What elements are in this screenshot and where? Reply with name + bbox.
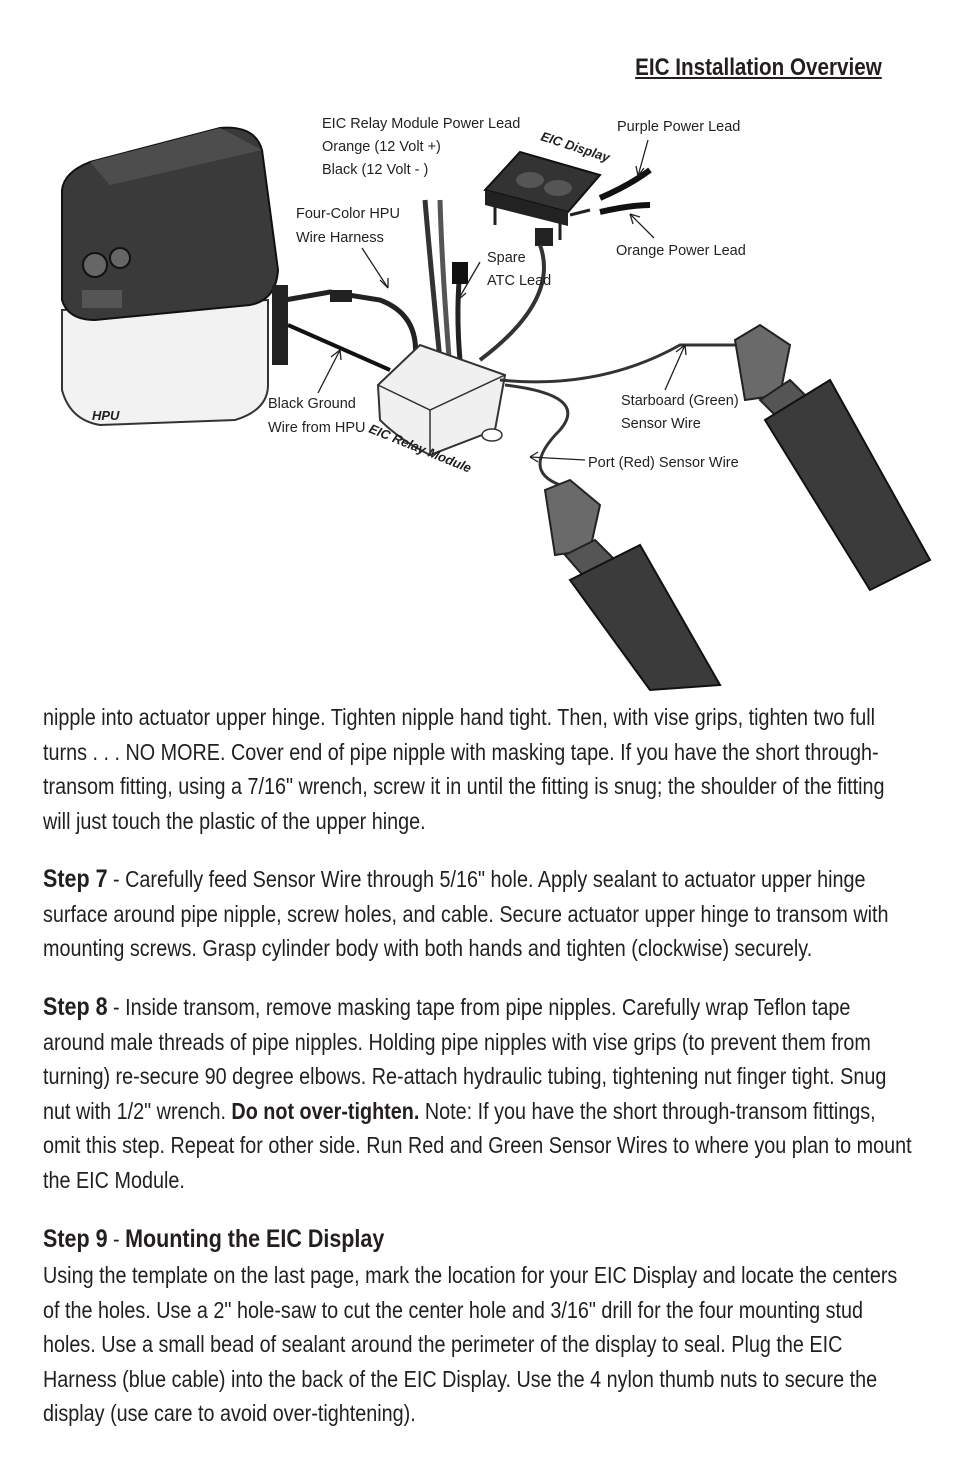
relay-module (376, 343, 507, 457)
step-8-label: Step 8 (43, 993, 108, 1021)
step-9-title: Mounting the EIC Display (125, 1225, 385, 1253)
purple-lead-label: Purple Power Lead (617, 119, 740, 135)
step-8-text: - Inside transom, remove masking tape fr… (43, 994, 887, 1124)
eic-display (478, 150, 652, 362)
step-9-paragraph: Using the template on the last page, mar… (43, 1262, 898, 1426)
step-8-note: Note: If you have the short through-tran… (43, 1097, 912, 1193)
page-title: EIC Installation Overview (635, 54, 882, 81)
relay-power-orange-label: Orange (12 Volt +) (322, 139, 441, 155)
step-9-sep: - (107, 1226, 126, 1252)
hpu-label: HPU (92, 408, 120, 423)
ground-label: Black Ground (268, 396, 356, 412)
spare-label-2: ATC Lead (487, 273, 551, 289)
starboard-actuator (733, 323, 932, 592)
starboard-label-2: Sensor Wire (621, 416, 701, 432)
port-label: Port (Red) Sensor Wire (588, 455, 739, 471)
harness-label-2: Wire Harness (296, 230, 384, 246)
harness-label: Four-Color HPU (296, 206, 400, 222)
ground-wire (272, 285, 419, 372)
intro-paragraph: nipple into actuator upper hinge. Tighte… (43, 704, 885, 834)
spare-label: Spare (487, 250, 526, 266)
step-8-paragraph: Step 8 - Inside transom, remove masking … (43, 990, 912, 1197)
relay-leads (422, 199, 468, 381)
step-7-label: Step 7 (43, 865, 108, 893)
hpu-unit (61, 126, 280, 427)
installation-diagram: HPU EIC Relay Module EIC Display (61, 116, 932, 692)
step-7-paragraph: Step 7 - Carefully feed Sensor Wire thro… (43, 862, 912, 966)
starboard-label: Starboard (Green) (621, 393, 739, 409)
relay-power-label: EIC Relay Module Power Lead (322, 116, 520, 132)
port-sensor-wire (504, 383, 570, 487)
step-9-heading: Step 9 - Mounting the EIC Display (43, 1222, 912, 1257)
ground-label-2: Wire from HPU (268, 420, 365, 436)
starboard-sensor-wire (499, 343, 745, 384)
callout-lines (317, 139, 687, 463)
step-9-label: Step 9 (43, 1225, 108, 1253)
relay-power-black-label: Black (12 Volt - ) (322, 162, 428, 178)
step-7-text: - Carefully feed Sensor Wire through 5/1… (43, 866, 889, 961)
port-actuator (543, 478, 722, 692)
step-8-warning: Do not over-tighten. (231, 1097, 420, 1124)
orange-lead-label: Orange Power Lead (616, 243, 746, 259)
